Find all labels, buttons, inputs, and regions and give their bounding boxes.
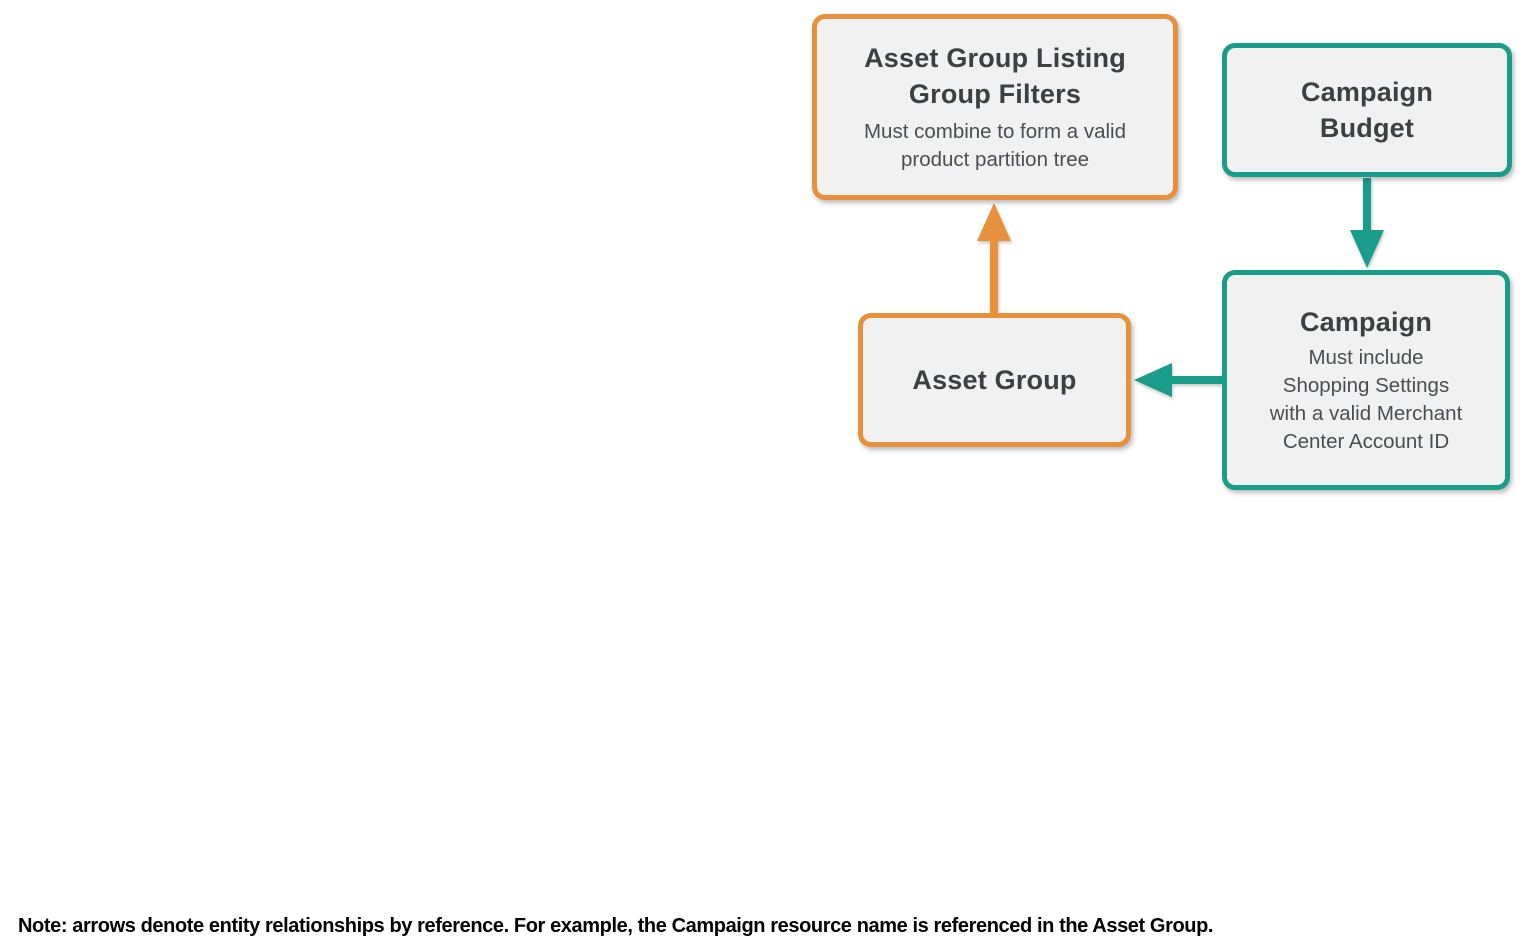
node-title: Campaign — [1300, 304, 1432, 340]
node-subtitle: Must combine to form a valid product par… — [864, 118, 1126, 174]
arrow-campaign-to-asset-group — [1134, 363, 1222, 397]
node-title-line: Asset Group — [912, 365, 1077, 395]
node-campaign: Campaign Must include Shopping Settings … — [1222, 270, 1510, 490]
node-title: Asset Group Listing Group Filters — [864, 40, 1126, 112]
node-title: Asset Group — [912, 362, 1076, 398]
node-campaign-budget: Campaign Budget — [1222, 43, 1512, 177]
node-subtitle-line: Center Account ID — [1282, 430, 1450, 453]
node-title-line: Budget — [1319, 113, 1415, 143]
node-asset-group-listing-group-filters: Asset Group Listing Group Filters Must c… — [812, 14, 1178, 200]
node-subtitle-line: Must combine to form a valid — [863, 120, 1127, 143]
node-subtitle-line: Must include — [1308, 346, 1424, 369]
node-subtitle-line: product partition tree — [900, 148, 1089, 171]
node-title-line: Asset Group Listing — [864, 43, 1126, 73]
node-subtitle-line: Shopping Settings — [1282, 374, 1450, 397]
node-title: Campaign Budget — [1301, 74, 1433, 146]
footnote: Note: arrows denote entity relationships… — [18, 915, 1214, 937]
node-subtitle-line: with a valid Merchant — [1269, 402, 1463, 425]
node-title-line: Campaign — [1300, 77, 1434, 107]
node-title-line: Campaign — [1299, 307, 1433, 337]
node-title-line: Group Filters — [908, 79, 1082, 109]
node-subtitle: Must include Shopping Settings with a va… — [1270, 344, 1463, 456]
node-asset-group: Asset Group — [858, 313, 1131, 447]
arrow-asset-group-to-listing-filters — [977, 203, 1011, 313]
arrow-campaign-budget-to-campaign — [1350, 178, 1384, 268]
